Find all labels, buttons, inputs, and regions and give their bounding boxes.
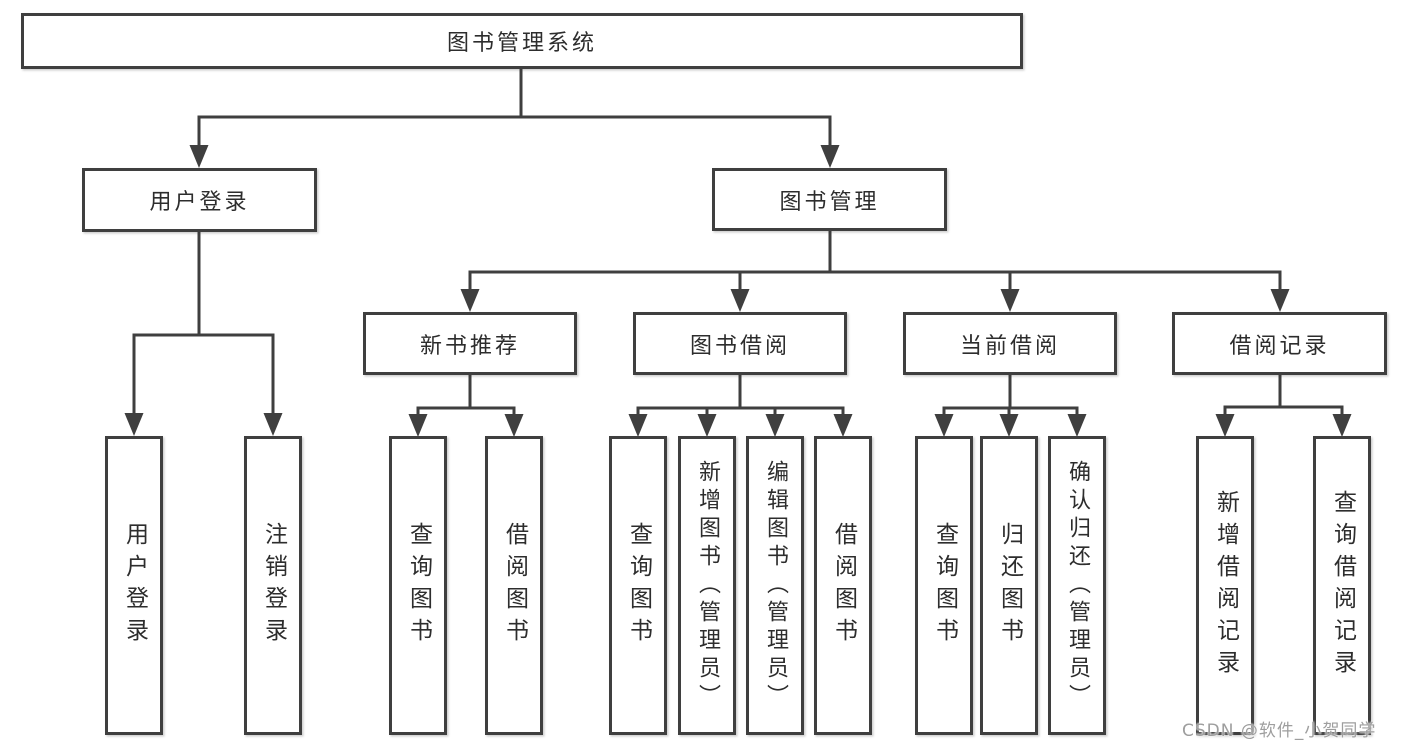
leaf-query-books-current: 查询图书 [915, 436, 973, 735]
node-label: 借阅图书 [501, 521, 528, 650]
leaf-confirm-return-admin: 确认归还（管理员） [1048, 436, 1106, 735]
leaf-query-books-borrow: 查询图书 [609, 436, 667, 735]
node-label: 确认归还（管理员） [1065, 459, 1090, 712]
connector-records-group [1215, 373, 1352, 437]
leaf-query-borrow-record: 查询借阅记录 [1313, 436, 1371, 735]
leaf-add-book-admin: 新增图书（管理员） [678, 436, 736, 735]
csdn-watermark: CSDN @软件_小贺同学 [1182, 721, 1377, 741]
node-label: 用户登录 [149, 190, 250, 215]
node-label: 查询图书 [405, 521, 432, 650]
connector-user-login-group [124, 230, 283, 436]
leaf-user-login: 用户登录 [105, 436, 163, 735]
node-book-borrow: 图书借阅 [633, 312, 847, 375]
node-label: 图书管理系统 [446, 31, 597, 56]
node-label: 归还图书 [996, 521, 1023, 650]
node-label: 新书推荐 [419, 333, 520, 359]
node-borrow-records: 借阅记录 [1172, 312, 1387, 375]
node-library-system: 图书管理系统 [21, 13, 1023, 69]
node-user-login: 用户登录 [82, 168, 317, 232]
connector-root-to-level2 [189, 67, 840, 168]
node-label: 图书借阅 [689, 333, 790, 359]
connector-book-mgmt-to-level3 [460, 229, 1290, 312]
node-label: 查询借阅记录 [1329, 489, 1356, 682]
connector-new-book-group [408, 373, 524, 437]
node-label: 注销登录 [260, 521, 287, 650]
node-label: 借阅记录 [1229, 333, 1330, 359]
leaf-query-books-recommend: 查询图书 [389, 436, 447, 735]
leaf-add-borrow-record: 新增借阅记录 [1196, 436, 1254, 735]
node-label: 图书管理 [779, 189, 880, 215]
node-label: 用户登录 [121, 521, 148, 650]
node-label: 当前借阅 [959, 333, 1060, 359]
node-book-management: 图书管理 [712, 168, 947, 231]
node-label: 编辑图书（管理员） [763, 459, 788, 712]
connector-current-group [934, 373, 1087, 437]
leaf-borrow-books-recommend: 借阅图书 [485, 436, 543, 735]
leaf-edit-book-admin: 编辑图书（管理员） [746, 436, 804, 735]
leaf-logout: 注销登录 [244, 436, 302, 735]
node-current-borrow: 当前借阅 [903, 312, 1117, 375]
leaf-return-books: 归还图书 [980, 436, 1038, 735]
leaf-borrow-books: 借阅图书 [814, 436, 872, 735]
node-label: 新增图书（管理员） [695, 459, 720, 712]
node-new-book-recommend: 新书推荐 [363, 312, 577, 375]
node-label: 新增借阅记录 [1212, 489, 1239, 682]
node-label: 借阅图书 [830, 521, 857, 650]
node-label: 查询图书 [625, 521, 652, 650]
connector-borrow-group [628, 373, 853, 437]
node-label: 查询图书 [931, 521, 958, 650]
